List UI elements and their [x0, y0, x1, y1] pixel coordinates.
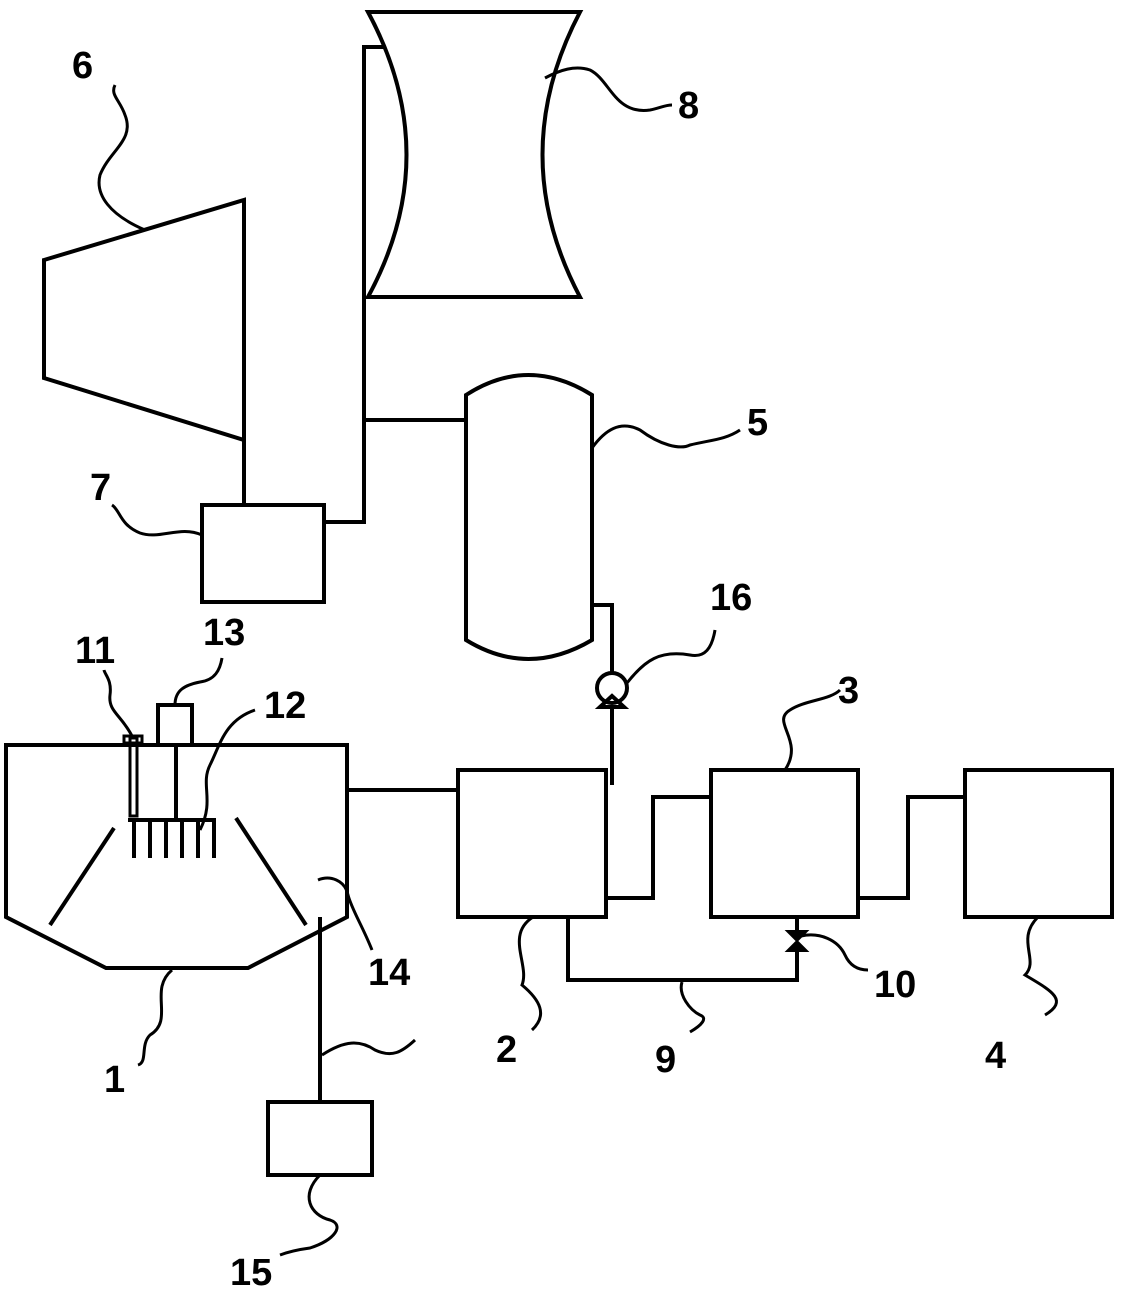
label-1: 1 [104, 1059, 125, 1101]
leader-10 [800, 933, 869, 972]
pipe-5-pump [592, 603, 614, 673]
label-11: 11 [75, 630, 115, 672]
stirrer-teeth-12 [132, 820, 216, 858]
label-15: 15 [230, 1252, 272, 1294]
leader-11 [102, 669, 135, 739]
label-12: 12 [264, 685, 306, 727]
leader-5 [590, 424, 741, 449]
leader-1 [137, 968, 174, 1067]
label-14: 14 [368, 952, 410, 994]
pipe-2-3 [606, 795, 711, 900]
label-8: 8 [678, 85, 699, 127]
label-4: 4 [985, 1035, 1006, 1077]
label-10: 10 [874, 964, 916, 1006]
leader-8 [544, 66, 673, 112]
label-5: 5 [747, 402, 768, 444]
leader-14-stub [321, 1038, 417, 1057]
cooling-tower-8 [364, 10, 584, 299]
leader-7 [111, 503, 203, 537]
label-13: 13 [203, 612, 245, 654]
label-9: 9 [655, 1039, 676, 1081]
leader-2 [517, 915, 543, 1032]
label-2: 2 [496, 1029, 517, 1071]
leader-3 [782, 688, 842, 771]
baffle-left [48, 826, 116, 927]
leader-9 [679, 981, 706, 1034]
baffle-right [234, 816, 308, 927]
pipe-7-trunk-8 [324, 45, 385, 524]
leader-6 [97, 84, 146, 232]
sensor-11 [128, 736, 139, 818]
pipe-3-4 [858, 795, 965, 900]
trapezoid-unit-6 [42, 197, 246, 443]
label-6: 6 [72, 45, 93, 87]
label-7: 7 [90, 467, 111, 509]
tank-1 [3, 743, 349, 970]
box-unit-3 [709, 768, 860, 919]
return-line-9 [566, 917, 799, 982]
leader-15 [279, 1173, 339, 1257]
leader-13 [173, 657, 224, 706]
motor-13 [156, 703, 194, 747]
box-unit-2 [456, 768, 608, 919]
leader-14 [317, 876, 374, 951]
vessel-5 [464, 373, 594, 661]
pump-16 [595, 671, 629, 705]
leader-12 [198, 708, 256, 831]
box-unit-7 [200, 503, 326, 604]
leader-4 [1022, 915, 1058, 1017]
box-unit-4 [963, 768, 1114, 919]
box-unit-15 [266, 1100, 374, 1177]
label-3: 3 [838, 670, 859, 712]
label-16: 16 [710, 577, 752, 619]
leader-16 [625, 629, 717, 684]
